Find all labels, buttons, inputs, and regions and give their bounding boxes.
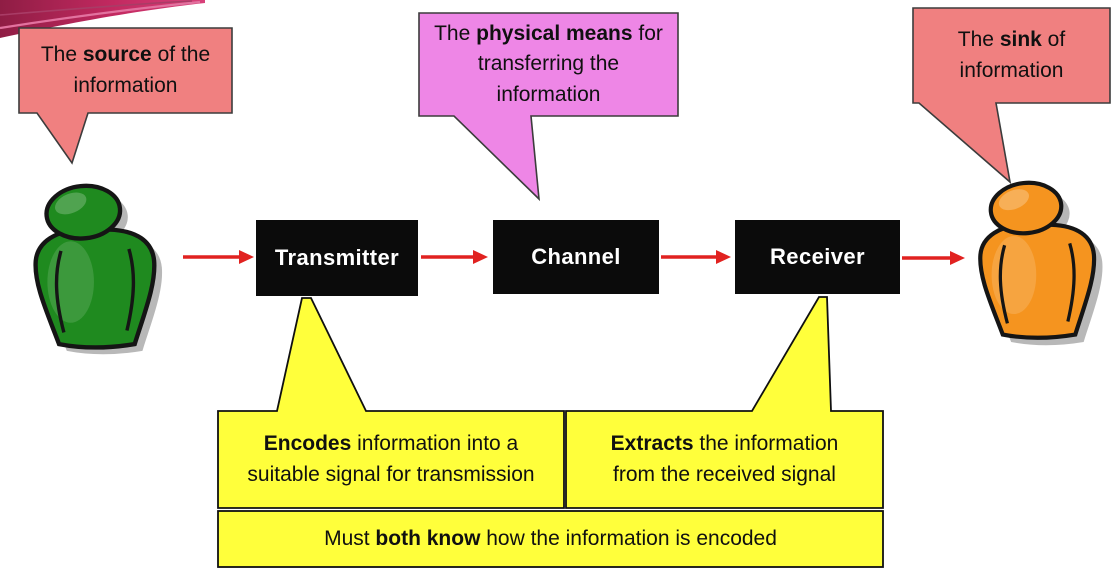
encodes-callout-text: Encodes information into a suitable sign… <box>218 411 564 508</box>
extracts-callout-text: Extracts the information from the receiv… <box>566 411 883 508</box>
both-know-text-post: how the information is encoded <box>480 526 777 550</box>
sink-callout-bubble <box>912 7 1111 185</box>
physical-text-bold: physical means <box>476 21 633 45</box>
swoosh-streak-light <box>0 0 201 30</box>
receiver-label: Receiver <box>735 220 900 294</box>
corner-swoosh-decoration <box>0 0 205 38</box>
physical-means-callout-bubble <box>418 12 679 202</box>
receiver-label-text: Receiver <box>770 244 865 269</box>
body-highlight <box>991 235 1037 315</box>
arrowhead-receiver-to-sink <box>950 251 965 265</box>
physical-text-pre: The <box>434 21 477 45</box>
arrowhead-source-to-transmitter <box>239 250 254 264</box>
transmitter-label: Transmitter <box>256 220 418 296</box>
right-arm-line <box>125 248 136 331</box>
sink-text-pre: The <box>957 28 1000 52</box>
arrowhead-transmitter-to-channel <box>473 250 488 264</box>
transmitter-label-text: Transmitter <box>274 245 400 270</box>
head-highlight <box>998 189 1029 211</box>
receiver-box <box>735 220 900 294</box>
left-arm-line <box>54 250 66 333</box>
arrowhead-channel-to-receiver <box>716 250 731 264</box>
swoosh-band <box>0 0 205 38</box>
flow-arrows <box>183 250 965 265</box>
sink-callout-text: The sink of information <box>913 8 1110 103</box>
both-know-text: Must both know how the information is en… <box>218 511 883 567</box>
source-callout-text: The source of the information <box>19 28 232 113</box>
both-know-text-bold: both know <box>375 526 481 550</box>
extracts-callout-bubble <box>565 296 884 509</box>
encodes-text-bold: Encodes <box>263 432 352 456</box>
left-arm-line <box>998 244 1009 324</box>
physical-text-post: for transferring the information <box>477 21 663 106</box>
transmitter-box <box>256 220 418 296</box>
source-text-post: of the information <box>73 43 211 97</box>
sink-person-icon <box>980 179 1103 346</box>
channel-label-text: Channel <box>531 244 621 269</box>
extracts-text-bold: Extracts <box>610 432 694 456</box>
sink-text-post: of information <box>959 28 1066 82</box>
extracts-text-post: the information from the received signal <box>613 432 839 486</box>
source-text-pre: The <box>40 43 83 67</box>
body-highlight <box>47 241 94 323</box>
channel-box <box>493 220 659 294</box>
both-know-bar <box>217 510 884 568</box>
channel-label: Channel <box>493 220 659 294</box>
physical-means-callout-text: The physical means for transferring the … <box>419 13 678 116</box>
swoosh-streak-dark <box>0 0 193 16</box>
source-text-bold: source <box>82 43 152 67</box>
head-highlight <box>54 192 87 215</box>
sink-text-bold: sink <box>999 28 1042 52</box>
both-know-text-pre: Must <box>324 526 376 550</box>
source-callout-bubble <box>18 27 233 165</box>
encodes-text-post: information into a suitable signal for t… <box>247 432 535 486</box>
source-person-icon <box>36 182 163 355</box>
encodes-callout-bubble <box>217 297 565 509</box>
right-arm-line <box>1066 242 1076 322</box>
